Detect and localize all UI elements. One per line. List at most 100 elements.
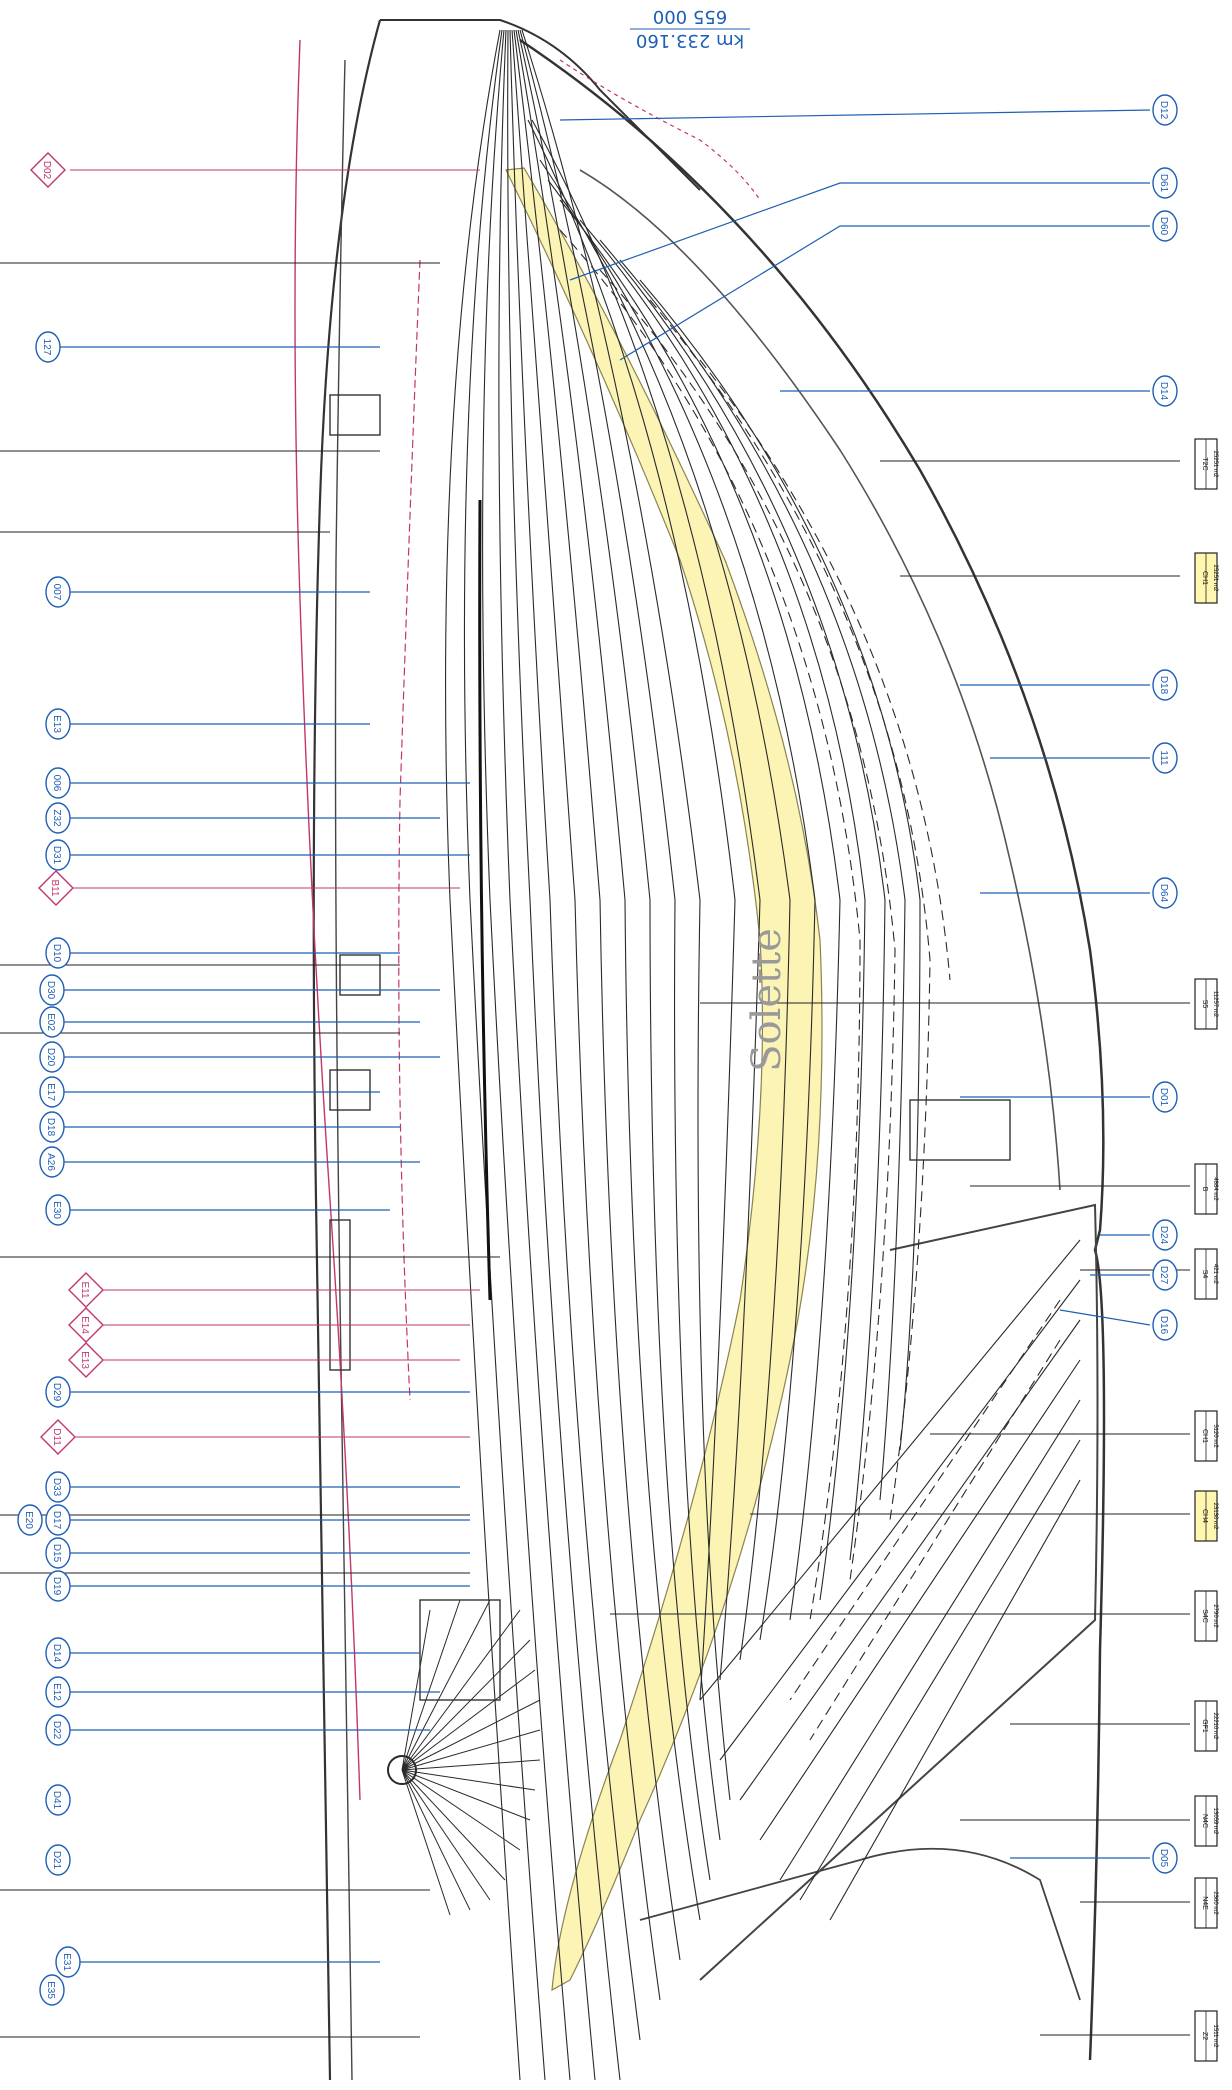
callout-left: D33 bbox=[45, 1471, 71, 1503]
callout-left: D19 bbox=[45, 1570, 71, 1602]
zone-area: 23130 m2 bbox=[1212, 1503, 1218, 1530]
zone-area: 2360 m2 bbox=[1212, 1891, 1218, 1915]
callout-label: D18 bbox=[45, 1118, 56, 1137]
callout-left: E31 bbox=[55, 1946, 81, 1978]
callout-circle bbox=[55, 1946, 81, 1978]
callout-right: D64 bbox=[1152, 877, 1178, 909]
yard-boundary-outer bbox=[519, 38, 1106, 2061]
callout-right: D01 bbox=[1152, 1081, 1178, 1113]
zone-code: CH4 bbox=[1201, 1509, 1208, 1523]
left-boundary-2 bbox=[334, 59, 353, 2081]
callout-circle bbox=[45, 802, 71, 834]
callout-left: E12 bbox=[45, 1676, 71, 1708]
callout-label: E35 bbox=[45, 1981, 56, 1999]
callout-circle bbox=[45, 1471, 71, 1503]
callout-label: D18 bbox=[1158, 676, 1169, 695]
diamond-marker: B11 bbox=[38, 870, 74, 906]
callout-circle bbox=[39, 1041, 65, 1073]
diamond-label: E14 bbox=[79, 1316, 90, 1334]
callout-label: D01 bbox=[1158, 1088, 1169, 1107]
callout-circle bbox=[1152, 1259, 1178, 1291]
callout-left: D29 bbox=[45, 1376, 71, 1408]
callout-circle bbox=[1152, 1842, 1178, 1874]
callout-right: D61 bbox=[1152, 167, 1178, 199]
callout-label: 006 bbox=[51, 775, 62, 792]
callout-left: E35 bbox=[39, 1974, 65, 2006]
sub-yard-tracks-dashed bbox=[789, 1299, 1061, 1741]
callout-label: D10 bbox=[51, 944, 62, 963]
callout-circle bbox=[35, 331, 61, 363]
zone-code: B bbox=[1201, 1187, 1208, 1192]
zone-code: S4 bbox=[1201, 1270, 1208, 1279]
zone-code: S5 bbox=[1201, 1000, 1208, 1009]
zone-code: N4E bbox=[1201, 1896, 1208, 1910]
handwritten-note: Solette bbox=[744, 928, 790, 1072]
callout-circle bbox=[39, 1006, 65, 1038]
zone-area: 421 m2 bbox=[1212, 1264, 1218, 1285]
callout-left: D41 bbox=[45, 1784, 71, 1816]
callout-label: D05 bbox=[1158, 1849, 1169, 1868]
callout-right: 111 bbox=[1152, 742, 1178, 774]
zone-code: S4C bbox=[1201, 1609, 1208, 1623]
callout-right: D16 bbox=[1152, 1309, 1178, 1341]
diamond-label: D02 bbox=[41, 161, 52, 180]
magenta-line-1 bbox=[294, 39, 361, 1801]
zone-code: CH1 bbox=[1201, 571, 1208, 585]
km-label: km 233.160 bbox=[636, 30, 744, 51]
zone-code: T2C bbox=[1201, 457, 1208, 470]
zone-code: Z2 bbox=[1201, 2032, 1208, 2040]
diamond-shape bbox=[68, 1307, 104, 1343]
magenta-line-2 bbox=[398, 259, 421, 1401]
callout-left: A26 bbox=[39, 1146, 65, 1178]
callout-label: D22 bbox=[51, 1721, 62, 1740]
callout-left: D15 bbox=[45, 1537, 71, 1569]
callout-left: D17 bbox=[45, 1504, 71, 1536]
leaders-right bbox=[559, 109, 1151, 1859]
callout-label: D30 bbox=[45, 981, 56, 1000]
callout-left: D14 bbox=[45, 1637, 71, 1669]
diamond-label: B11 bbox=[49, 879, 60, 896]
callout-left: D10 bbox=[45, 937, 71, 969]
callout-circle bbox=[45, 708, 71, 740]
callout-label: D14 bbox=[51, 1644, 62, 1663]
callout-label: D24 bbox=[1158, 1226, 1169, 1245]
callout-circle bbox=[39, 1974, 65, 2006]
zone-code: N4C bbox=[1201, 1814, 1208, 1828]
diamond-label: E11 bbox=[79, 1281, 90, 1298]
diamond-marker: E14 bbox=[68, 1307, 104, 1343]
km-sub: 655 000 bbox=[653, 6, 727, 27]
callout-label: E02 bbox=[45, 1013, 56, 1031]
callout-circle bbox=[1152, 1081, 1178, 1113]
sub-yard-lower bbox=[699, 1203, 1099, 1981]
callout-circle bbox=[1152, 375, 1178, 407]
callout-label: D14 bbox=[1158, 382, 1169, 401]
callout-left: D21 bbox=[45, 1844, 71, 1876]
callout-left: 007 bbox=[45, 576, 71, 608]
main-track bbox=[478, 499, 492, 1301]
zone-box: CH4 23130 m2 bbox=[1194, 1490, 1218, 1542]
callout-label: D19 bbox=[51, 1577, 62, 1596]
callout-left: D20 bbox=[39, 1041, 65, 1073]
callouts-left: 127007E13006Z32D31D10D30E02D20E17D18A26E… bbox=[17, 331, 81, 2006]
callout-label: 007 bbox=[51, 584, 62, 601]
diamond-marker: D11 bbox=[40, 1419, 76, 1455]
callout-label: E17 bbox=[45, 1083, 56, 1101]
sub-yard-tracks bbox=[699, 1239, 1081, 1921]
callout-label: E30 bbox=[51, 1201, 62, 1219]
callout-circle bbox=[45, 1784, 71, 1816]
yard-boundary-inner bbox=[579, 169, 1061, 1191]
callout-left: D22 bbox=[45, 1714, 71, 1746]
upper-road bbox=[380, 19, 701, 191]
callout-label: D61 bbox=[1158, 174, 1169, 193]
callout-circle bbox=[45, 1714, 71, 1746]
callout-circle bbox=[45, 1570, 71, 1602]
callout-label: D21 bbox=[51, 1851, 62, 1870]
callout-circle bbox=[45, 1376, 71, 1408]
callout-label: D29 bbox=[51, 1383, 62, 1402]
callout-circle bbox=[45, 839, 71, 871]
callout-left: E17 bbox=[39, 1076, 65, 1108]
magenta-dashed-upper bbox=[559, 59, 761, 201]
